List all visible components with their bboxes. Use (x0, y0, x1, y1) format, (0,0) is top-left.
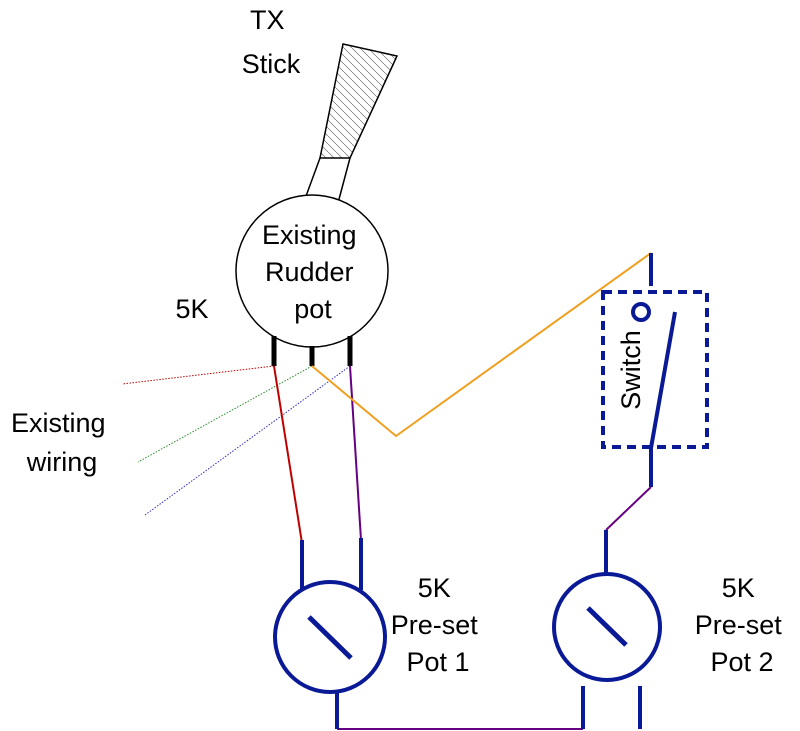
rudder-pot-terminals (271, 336, 353, 366)
existing-wire-red (121, 365, 275, 385)
preset-pot-1-wiper (307, 615, 353, 660)
tx-stick-grip (319, 43, 399, 159)
preset-pot-1-label: 5K Pre-set Pot 1 (391, 573, 486, 677)
wire-orange-wiper-to-switch (311, 252, 652, 438)
tx-stick-label: TX Stick (242, 5, 301, 79)
preset-pot-1 (273, 538, 387, 729)
existing-wire-green (137, 365, 313, 463)
preset-pot-2-label-line2: Pre-set (695, 610, 783, 640)
preset-pot-1-label-line2: Pre-set (391, 610, 479, 640)
tx-stick-shaft-right (337, 157, 351, 204)
switch-contact (631, 302, 651, 322)
wire-purple-switch-to-pot2 (605, 486, 652, 531)
tx-stick-label-line1: TX (250, 5, 285, 35)
rudder-pot-label: Existing Rudder pot (262, 220, 364, 324)
existing-wiring-label-line2: wiring (26, 447, 98, 477)
preset-pot-2-label-line3: Pot 2 (710, 647, 773, 677)
existing-wiring-label: Existing wiring (11, 408, 113, 477)
wire-purple-to-pot1 (349, 365, 362, 541)
existing-wire-blue (144, 365, 351, 516)
tx-stick-label-line2: Stick (242, 49, 301, 79)
preset-pot-1-label-line3: Pot 1 (406, 647, 469, 677)
preset-pot-2-label: 5K Pre-set Pot 2 (695, 573, 790, 677)
preset-pot-2-label-line1: 5K (722, 573, 755, 603)
existing-wiring (121, 365, 351, 516)
wire-red-to-pot1 (273, 365, 303, 544)
rudder-pot-label-line2: Rudder (265, 257, 354, 287)
rudder-pot-label-line3: pot (294, 294, 332, 324)
rudder-pot-label-line1: Existing (262, 220, 357, 250)
preset-pot-1-label-line1: 5K (418, 573, 451, 603)
switch-label: Switch (616, 330, 646, 410)
switch-enclosure (601, 290, 709, 449)
existing-wiring-label-line1: Existing (11, 408, 106, 438)
preset-pot-2-wiper (586, 606, 628, 647)
tx-stick (301, 43, 399, 208)
rudder-pot-value: 5K (175, 294, 208, 324)
switch-lever (649, 311, 677, 449)
preset-pot-2 (552, 530, 662, 729)
